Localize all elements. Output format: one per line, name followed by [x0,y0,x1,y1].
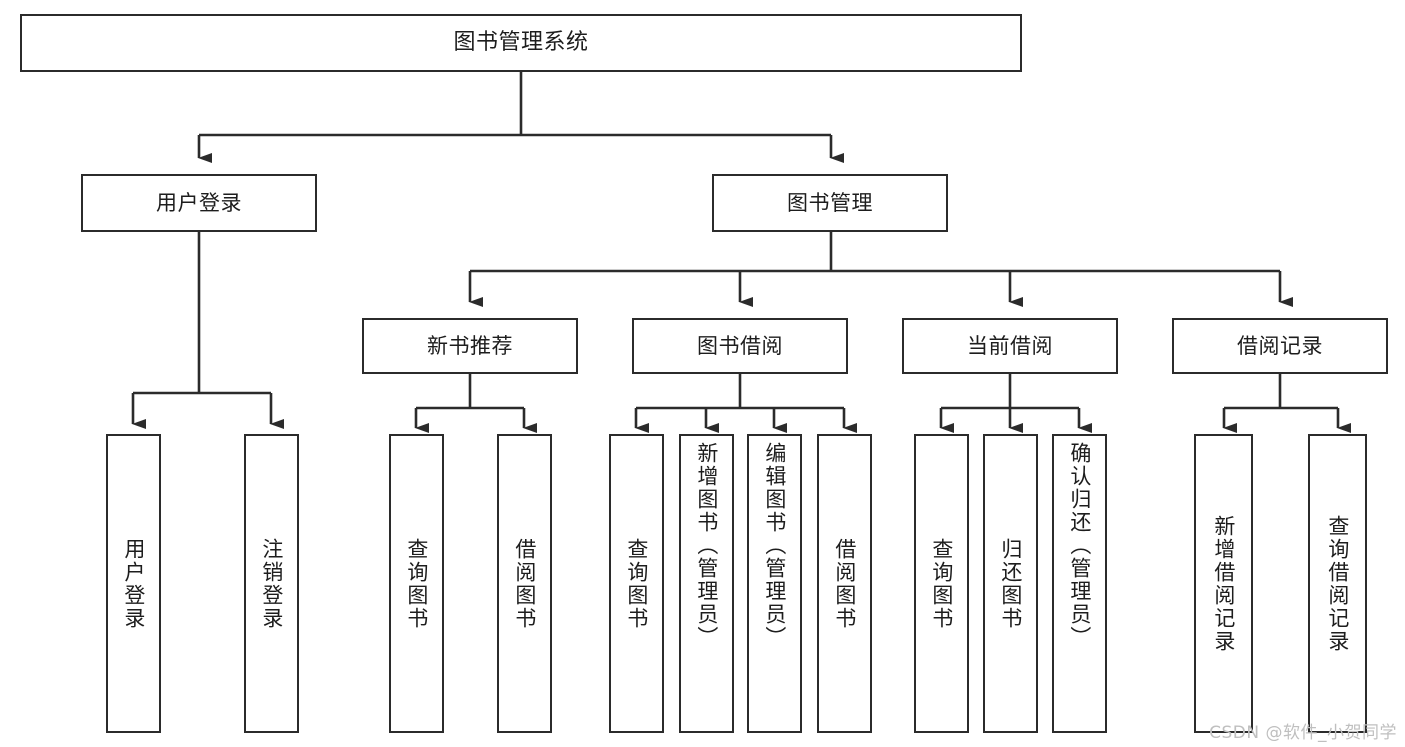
leaf-edit-book-admin[interactable]: 编辑图书（管理员） [747,434,802,733]
node-root-label: 图书管理系统 [453,30,589,56]
csdn-watermark: CSDN @软件_小贺同学 [1209,723,1397,743]
leaf-query-borrow-record-label: 查询借阅记录 [1325,514,1350,653]
leaf-add-borrow-record[interactable]: 新增借阅记录 [1194,434,1253,733]
leaf-return-book-label: 归还图书 [998,537,1023,630]
node-current-borrow-label: 当前借阅 [967,333,1053,358]
node-book-borrow-label: 图书借阅 [697,333,783,358]
leaf-add-book-admin-label: 新增图书（管理员） [694,442,719,649]
node-book-management[interactable]: 图书管理 [712,174,948,232]
leaf-add-book-admin[interactable]: 新增图书（管理员） [679,434,734,733]
leaf-confirm-return-admin-label: 确认归还（管理员） [1067,442,1092,649]
leaf-new-book-borrow[interactable]: 借阅图书 [497,434,552,733]
leaf-return-book[interactable]: 归还图书 [983,434,1038,733]
leaf-current-query-book-label: 查询图书 [929,537,954,630]
leaf-user-login-label: 用户登录 [121,537,146,630]
leaf-query-borrow-record[interactable]: 查询借阅记录 [1308,434,1367,733]
leaf-borrow-query-book-label: 查询图书 [624,537,649,630]
leaf-new-book-borrow-label: 借阅图书 [512,537,537,630]
leaf-add-borrow-record-label: 新增借阅记录 [1211,514,1236,653]
leaf-new-book-query-label: 查询图书 [404,537,429,630]
node-current-borrow[interactable]: 当前借阅 [902,318,1118,374]
node-user-login[interactable]: 用户登录 [81,174,317,232]
leaf-edit-book-admin-label: 编辑图书（管理员） [762,442,787,649]
leaf-borrow-book[interactable]: 借阅图书 [817,434,872,733]
leaf-logout[interactable]: 注销登录 [244,434,299,733]
leaf-new-book-query[interactable]: 查询图书 [389,434,444,733]
node-book-borrow[interactable]: 图书借阅 [632,318,848,374]
node-book-management-label: 图书管理 [787,190,873,215]
node-new-book-recommend-label: 新书推荐 [427,333,513,358]
node-borrow-records-label: 借阅记录 [1237,333,1323,358]
leaf-borrow-book-label: 借阅图书 [832,537,857,630]
leaf-logout-label: 注销登录 [259,537,284,630]
node-borrow-records[interactable]: 借阅记录 [1172,318,1388,374]
leaf-confirm-return-admin[interactable]: 确认归还（管理员） [1052,434,1107,733]
node-user-login-label: 用户登录 [156,190,242,215]
leaf-borrow-query-book[interactable]: 查询图书 [609,434,664,733]
node-new-book-recommend[interactable]: 新书推荐 [362,318,578,374]
leaf-current-query-book[interactable]: 查询图书 [914,434,969,733]
node-root[interactable]: 图书管理系统 [20,14,1022,72]
leaf-user-login[interactable]: 用户登录 [106,434,161,733]
